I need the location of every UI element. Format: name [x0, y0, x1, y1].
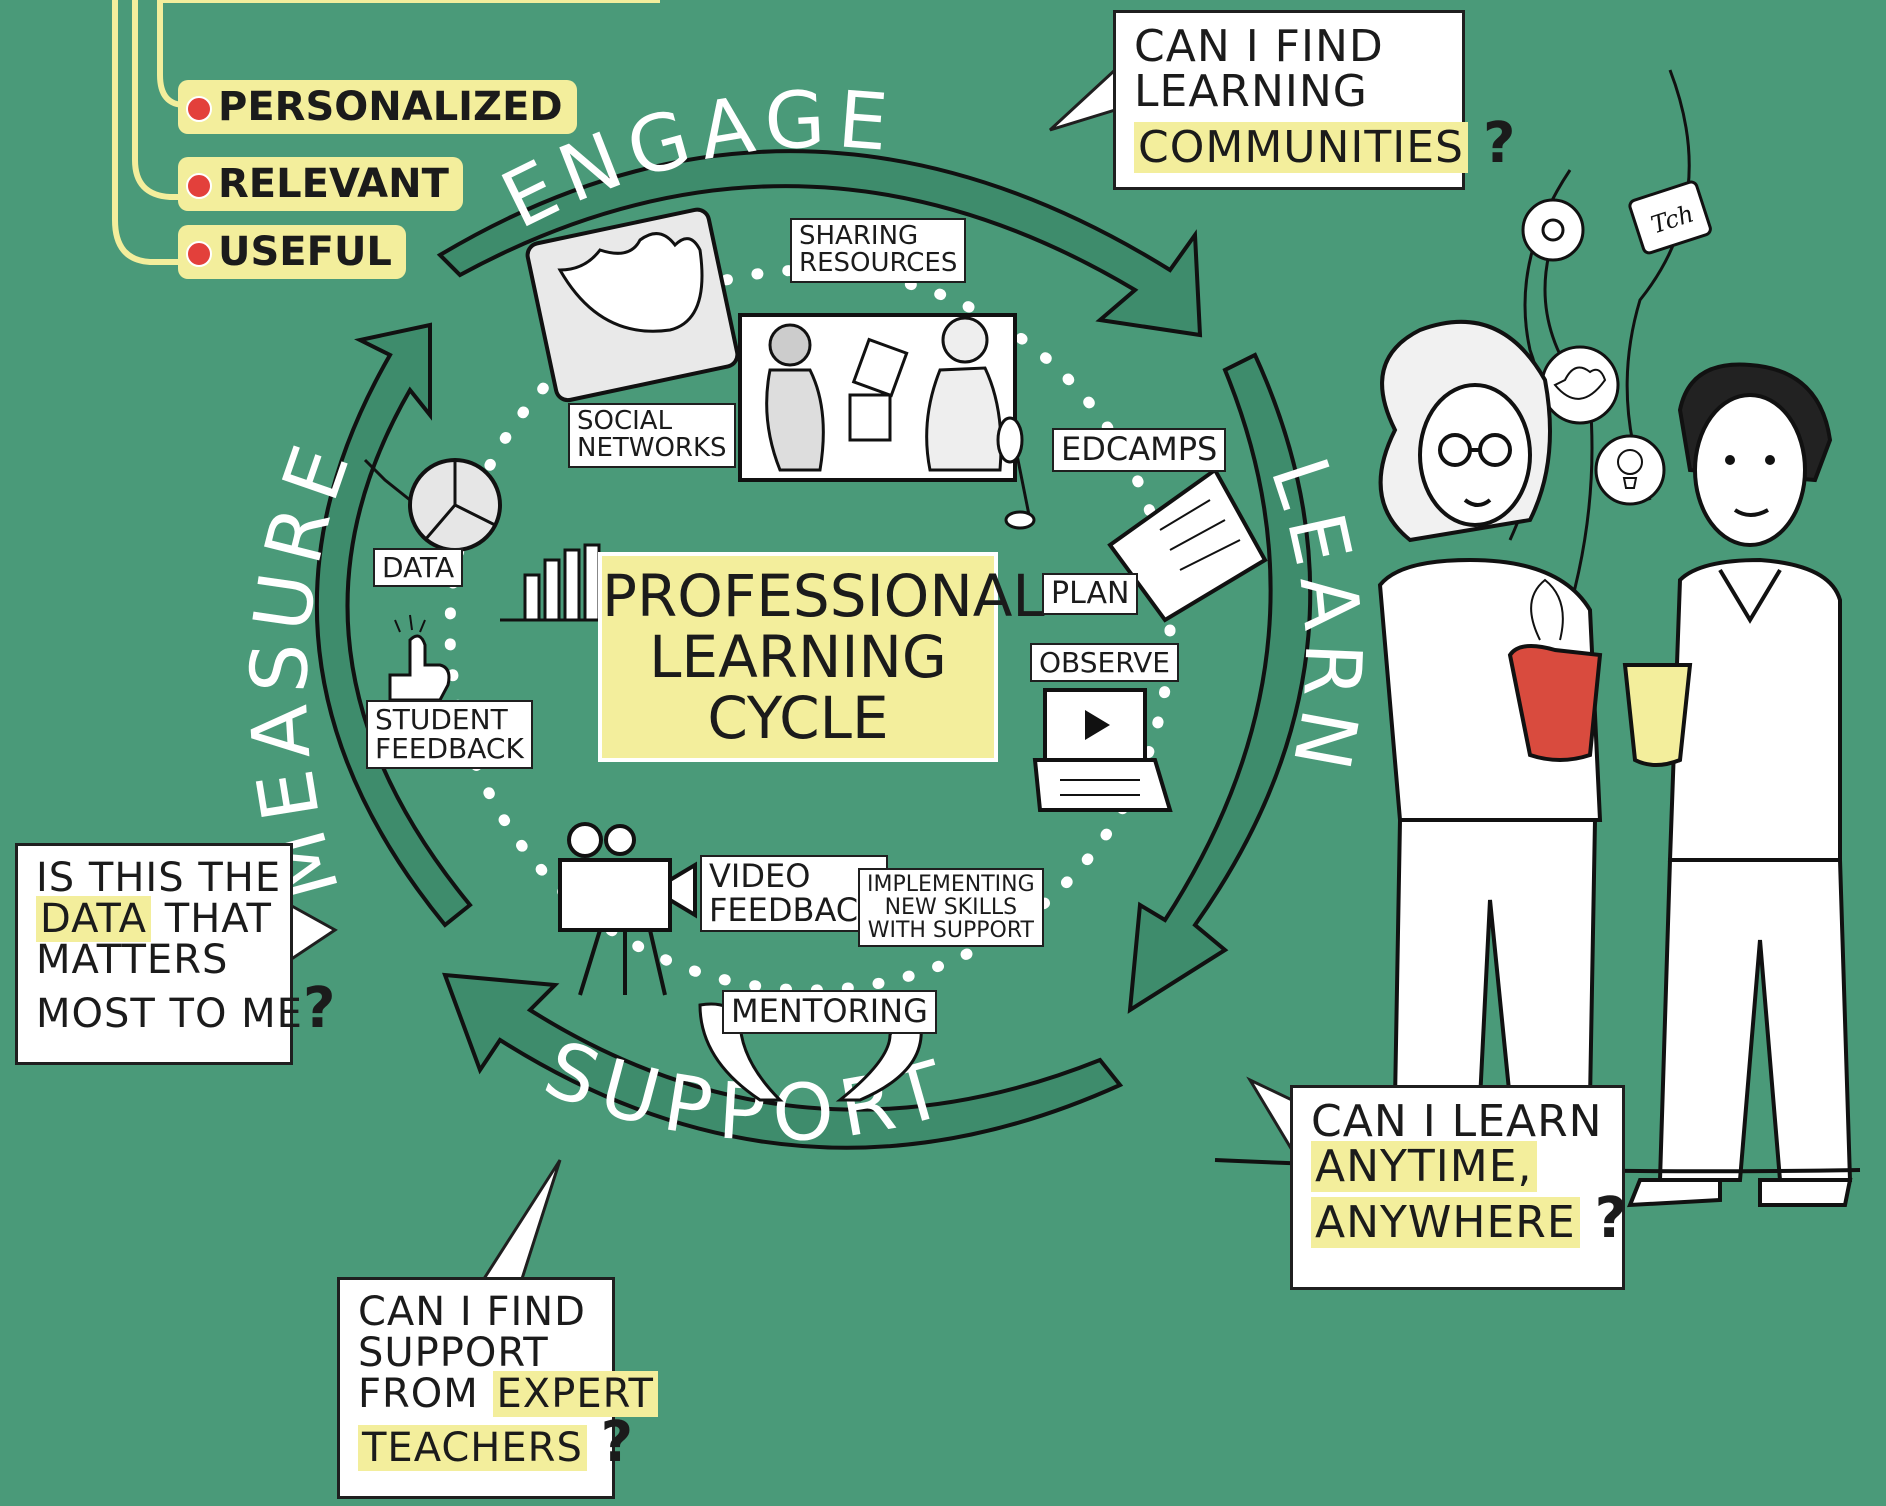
tail-data — [288, 902, 338, 963]
tag-line: Observe — [1039, 646, 1170, 679]
tag-line: Video — [709, 857, 811, 895]
support-arrow — [442, 972, 1124, 1150]
tag-social-networks: Social Networks — [568, 403, 736, 468]
question-mark: ? — [1482, 110, 1517, 176]
question-mark: ? — [302, 976, 337, 1042]
tag-plan: Plan — [1042, 573, 1139, 615]
bubble-highlight: teachers — [358, 1425, 587, 1472]
twitter-small-icon — [1540, 345, 1620, 425]
list-item-label: Personalized — [218, 84, 563, 130]
list-item-useful: Useful — [178, 225, 406, 279]
tag-line: Mentoring — [731, 992, 928, 1030]
tag-video-feedback: Video Feedback — [700, 855, 889, 933]
tag-edcamps: Edcamps — [1052, 428, 1227, 472]
laptop-play-icon — [1032, 688, 1173, 812]
engage-arrow — [436, 149, 1203, 338]
bullet-icon — [186, 96, 212, 122]
tag-line: Networks — [577, 433, 727, 464]
bubble-line: most to me — [36, 991, 303, 1038]
tag-line: Edcamps — [1061, 430, 1218, 468]
cycle-title-line: Professional — [602, 562, 1045, 630]
bubble-line: Is this the — [36, 855, 282, 901]
bar-chart-icon — [500, 543, 610, 622]
question-mark: ? — [1594, 1185, 1629, 1251]
bubble-highlight: anywhere — [1311, 1196, 1580, 1248]
question-bubble-support: Can I find support from expert teachers … — [337, 1277, 658, 1499]
lightbulb-icon — [1594, 434, 1666, 506]
man-figure — [1622, 362, 1853, 1208]
tag-data: Data — [373, 548, 464, 588]
tag-line: Data — [382, 551, 455, 584]
floating-icons: Tch — [1508, 69, 1712, 641]
bubble-line: Can I find — [358, 1289, 586, 1335]
tag-implementing: Implementing New Skills With Support — [858, 868, 1044, 948]
question-bubble-data: Is this the data that matters most to me… — [15, 843, 335, 1065]
tag-student-feedback: Student Feedback — [366, 700, 533, 769]
dotted-inner-circle — [444, 264, 1176, 996]
list-item-label: Useful — [218, 229, 392, 275]
bubble-line: support — [358, 1329, 549, 1376]
wifi-bubble-icon — [1521, 198, 1585, 262]
tag-observe: Observe — [1030, 643, 1179, 683]
question-mark: ? — [600, 1410, 635, 1476]
tag-line: Implementing — [867, 872, 1035, 897]
tag-line: Sharing — [799, 221, 919, 251]
tag-line: Student — [375, 703, 508, 736]
bubble-line: from — [358, 1370, 479, 1417]
bubble-line: matters — [36, 936, 229, 983]
tch-tag-icon: Tch — [1628, 180, 1712, 255]
list-item-relevant: Relevant — [178, 157, 463, 211]
bubble-line: Can I learn — [1311, 1096, 1603, 1147]
bubble-line: learning — [1134, 65, 1368, 117]
cycle-title-line: Learning — [649, 622, 947, 691]
tag-mentoring: Mentoring — [722, 990, 937, 1034]
bullet-icon — [186, 241, 212, 267]
learn-arrow — [1127, 352, 1313, 1014]
bubble-highlight: communities — [1134, 121, 1468, 173]
bullet-icon — [186, 173, 212, 199]
list-item-personalized: Personalized — [178, 80, 577, 134]
sprout-icon — [996, 416, 1036, 530]
tag-line: Social — [577, 406, 673, 436]
woman-figure — [1377, 319, 1603, 1102]
question-bubble-anytime: Can I learn anytime, anywhere ? — [1290, 1085, 1629, 1290]
list-item-label: Relevant — [218, 161, 449, 207]
tail-anytime — [1246, 1076, 1294, 1156]
tag-sharing-resources: Sharing Resources — [790, 218, 967, 283]
question-bubble-communities: Can I find learning communities ? — [1113, 10, 1515, 190]
bubble-line: Can I find — [1134, 21, 1384, 72]
tag-line: Feedback — [375, 732, 524, 766]
tag-line: Resources — [799, 248, 958, 279]
bubble-highlight: data — [36, 895, 152, 942]
bubble-highlight: expert — [492, 1370, 658, 1417]
twitter-bird-icon — [525, 207, 740, 403]
bubble-highlight: anytime, — [1311, 1140, 1537, 1192]
cycle-title-box: Professional Learning Cycle — [598, 552, 1045, 762]
sharing-people-illustration — [738, 313, 1017, 482]
cycle-title-line: Cycle — [707, 683, 889, 752]
tag-line: Feedback — [709, 890, 880, 929]
tail-support — [477, 1159, 562, 1287]
thumbs-up-icon — [388, 614, 451, 702]
tail-communities — [1048, 66, 1117, 132]
tag-line: Plan — [1051, 576, 1130, 611]
video-camera-icon — [558, 822, 697, 996]
cycle-arrows — [314, 149, 1313, 1150]
tag-line: With Support — [867, 918, 1034, 944]
notepad-icon — [1107, 467, 1268, 623]
bubble-line: that — [164, 895, 272, 942]
tag-line: New Skills — [884, 895, 1018, 921]
